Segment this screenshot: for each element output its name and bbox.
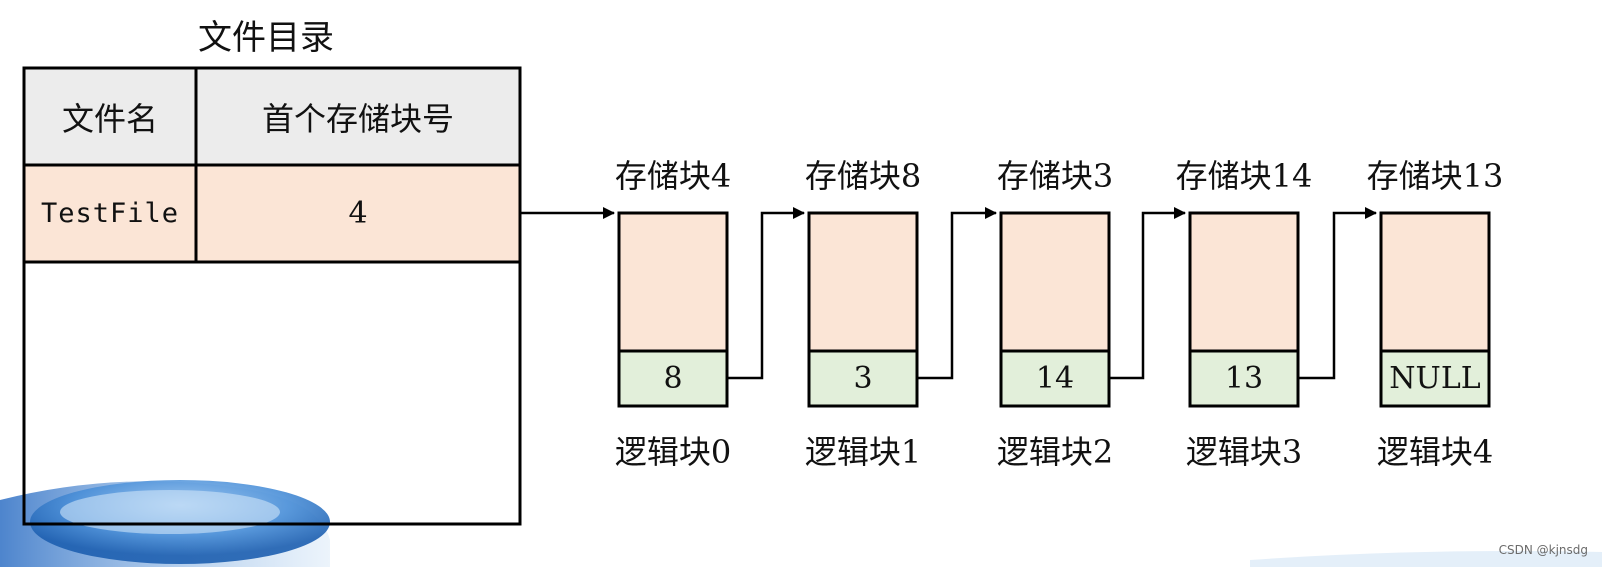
storage-block-3 — [1188, 211, 1300, 408]
column-header-filename: 文件名 — [61, 99, 158, 138]
watermark: CSDN @kjnsdg — [1498, 543, 1588, 557]
logical-label-3: 逻辑块3 — [1185, 433, 1303, 471]
storage-label-4: 存储块13 — [1366, 157, 1504, 195]
next-pointer-3: 13 — [1224, 360, 1264, 396]
row-filename: TestFile — [40, 198, 180, 229]
logical-label-1: 逻辑块1 — [804, 433, 922, 471]
next-pointer-2: 14 — [1035, 360, 1075, 396]
storage-blocks — [617, 211, 1491, 408]
storage-label-2: 存储块3 — [996, 157, 1114, 195]
arrow-block-0-to-block-1 — [727, 207, 805, 380]
storage-block-4 — [1379, 211, 1491, 408]
arrow-block-2-to-block-3 — [1109, 207, 1186, 380]
column-header-first-block: 首个存储块号 — [261, 99, 454, 138]
directory-table — [22, 66, 522, 526]
row-first-block: 4 — [348, 196, 368, 231]
storage-label-1: 存储块8 — [804, 157, 922, 195]
pointer-arrows — [520, 207, 1377, 380]
next-pointer-1: 3 — [853, 360, 873, 396]
storage-block-1 — [807, 211, 919, 408]
storage-block-2 — [999, 211, 1111, 408]
directory-title: 文件目录 — [198, 18, 334, 58]
arrow-block-1-to-block-2 — [917, 207, 997, 380]
arrow-block-3-to-block-4 — [1298, 207, 1377, 380]
storage-label-0: 存储块4 — [614, 157, 732, 195]
logical-label-2: 逻辑块2 — [996, 433, 1114, 471]
storage-label-3: 存储块14 — [1175, 157, 1313, 195]
logical-label-0: 逻辑块0 — [614, 433, 732, 471]
next-pointer-0: 8 — [663, 360, 683, 396]
storage-block-0 — [617, 211, 729, 408]
logical-label-4: 逻辑块4 — [1376, 433, 1494, 471]
next-pointer-4: NULL — [1389, 360, 1481, 396]
